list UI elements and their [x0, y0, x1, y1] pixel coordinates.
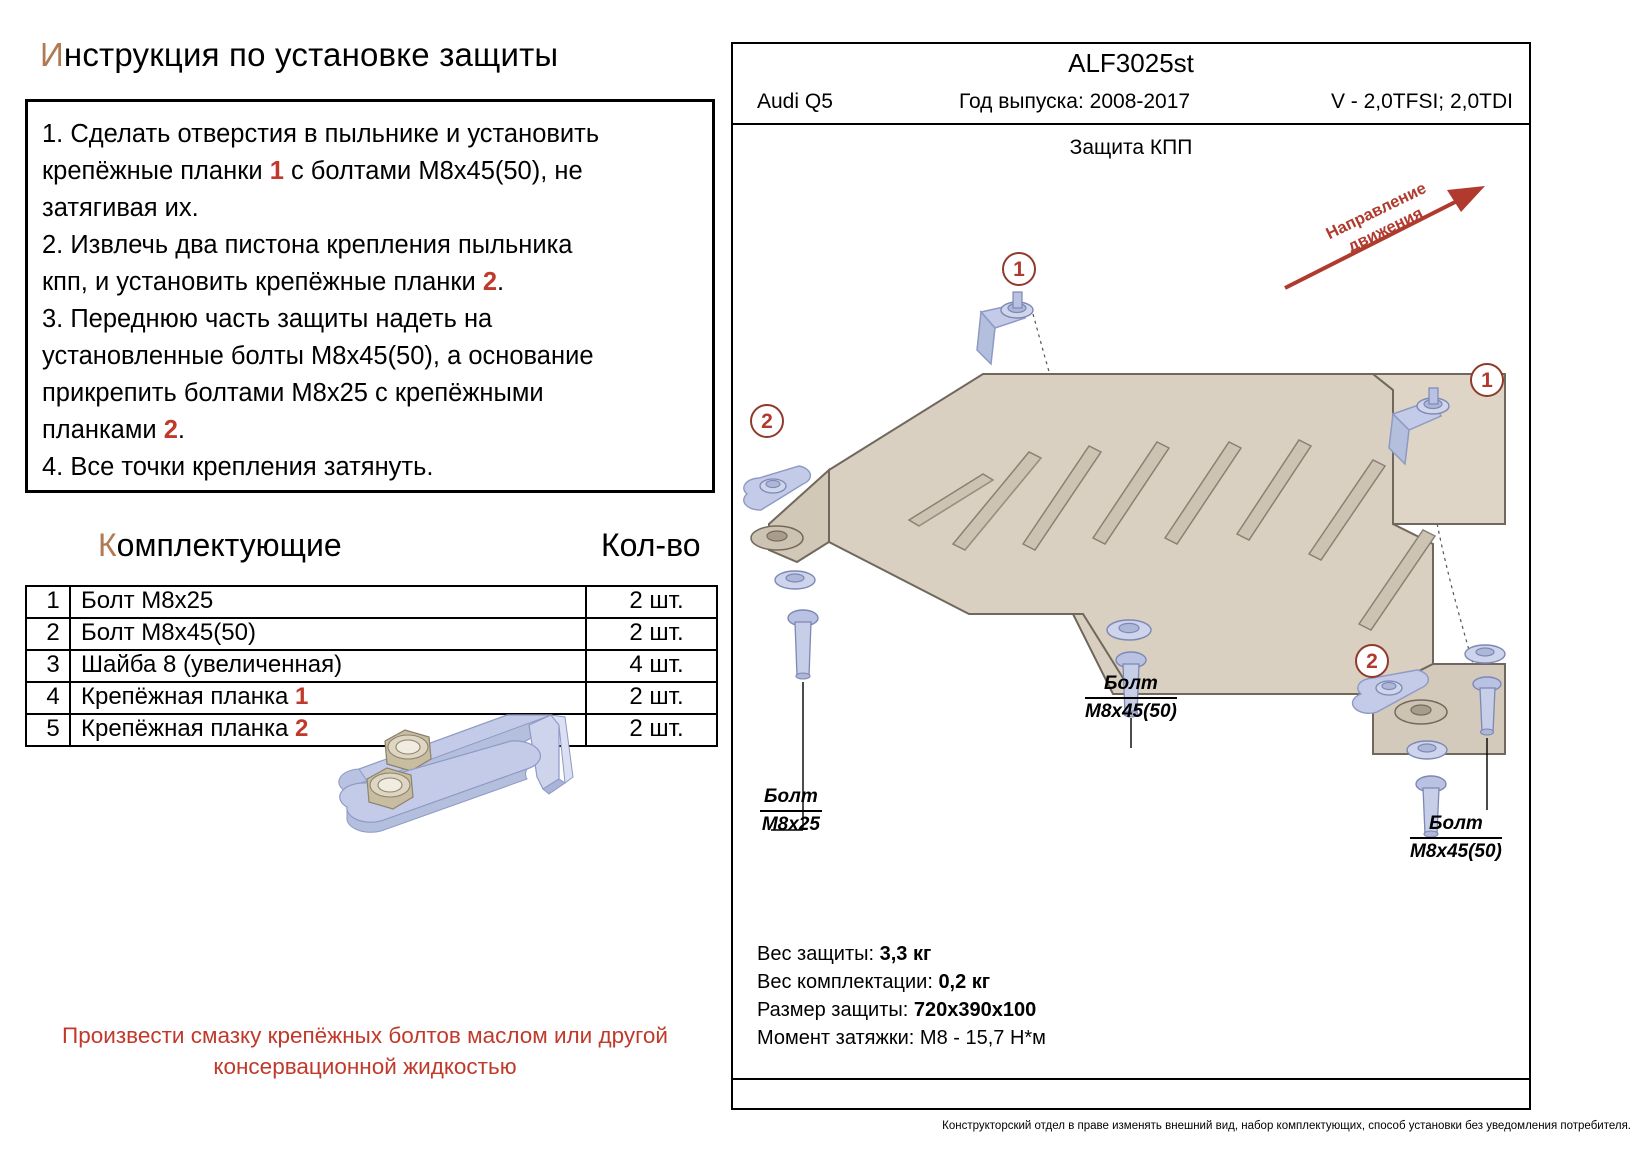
- production-years: Год выпуска: 2008-2017: [959, 90, 1191, 113]
- callout-1-top: 1: [1002, 252, 1036, 286]
- bracket-top-left: [976, 291, 1034, 366]
- disclaimer-divider: [733, 1078, 1529, 1080]
- row-qty: 2 шт.: [585, 681, 718, 715]
- components-title: Комплектующие: [98, 527, 342, 564]
- instruction-line: 2. Извлечь два пистона крепления пыльник…: [42, 231, 573, 259]
- product-diagram-panel: ALF3025st Audi Q5 Год выпуска: 2008-2017…: [731, 42, 1531, 1110]
- row-name-accent: 2: [294, 715, 309, 742]
- instruction-line: кпп, и установить крепёжные планки 2.: [42, 268, 505, 296]
- components-table: 1 Болт M8x25 2 шт. 2 Болт M8x45(50) 2 шт…: [25, 585, 718, 833]
- row-name: Болт M8x45(50): [69, 617, 587, 651]
- vehicle-model: Audi Q5: [757, 90, 833, 113]
- instructions-box: 1. Сделать отверстия в пыльнике и устано…: [25, 99, 715, 493]
- row-qty: 4 шт.: [585, 649, 718, 683]
- bolt-label-middle: Болт M8x45(50): [1085, 672, 1177, 724]
- quantity-column-title: Кол-во: [601, 527, 701, 563]
- instruction-line: прикрепить болтами M8x25 с крепёжными: [42, 379, 544, 407]
- components-title-rest: омплектующие: [116, 527, 342, 563]
- table-row: 2 Болт M8x45(50) 2 шт.: [25, 617, 718, 651]
- row-number: 3: [25, 649, 71, 683]
- instruction-line: 3. Переднюю часть защиты надеть на: [42, 305, 493, 333]
- instruction-line: 1. Сделать отверстия в пыльнике и устано…: [42, 120, 600, 148]
- bracket-left-flat: [743, 465, 812, 511]
- row-number: 1: [25, 585, 71, 619]
- bolt-label-right-line2: M8x45(50): [1410, 841, 1502, 862]
- instruction-line: установленные болты M8x45(50), а основан…: [42, 342, 594, 370]
- instruction-line: 4. Все точки крепления затянуть.: [42, 453, 434, 481]
- bolt-label-left: Болт M8x25: [760, 785, 822, 837]
- row-name: Крепёжная планка 1: [69, 681, 587, 804]
- instruction-line: планками 2.: [42, 416, 185, 444]
- callout-1-right: 1: [1470, 363, 1504, 397]
- direction-of-travel-indicator: Направление движения: [1279, 162, 1509, 302]
- bolt-label-right-line1: Болт: [1410, 812, 1502, 839]
- row-name-text: Крепёжная планка: [81, 683, 295, 710]
- row-qty: 2 шт.: [585, 585, 718, 619]
- title-drop-cap: И: [40, 36, 64, 73]
- bolt-label-middle-line2: M8x45(50): [1085, 701, 1177, 722]
- components-title-drop-cap: К: [98, 527, 117, 563]
- bolt-label-middle-line1: Болт: [1085, 672, 1177, 699]
- lubrication-note-line-2: консервационной жидкостью: [213, 1054, 517, 1079]
- bracket-top-right: [1388, 387, 1450, 466]
- row-qty: 2 шт.: [585, 617, 718, 651]
- title-rest: нструкция по установке защиты: [63, 36, 559, 73]
- table-row: 5 Крепёжная планка 2: [25, 713, 718, 833]
- table-row: 3 Шайба 8 (увеличенная) 4 шт.: [25, 649, 718, 683]
- components-header: Комплектующие Кол-во: [0, 527, 730, 579]
- row-name-text: Крепёжная планка: [81, 715, 295, 742]
- panel-subtitle: Защита КПП: [1069, 136, 1193, 159]
- table-row: 4 Крепёжная планка 1: [25, 681, 718, 804]
- bolt-label-left-line1: Болт: [760, 785, 822, 812]
- row-number: 4: [25, 681, 71, 715]
- row-name: Крепёжная планка 2: [69, 713, 587, 833]
- row-number: 5: [25, 713, 71, 747]
- instruction-line: затягивая их.: [42, 194, 199, 222]
- row-name-accent: 1: [294, 683, 309, 710]
- spec-weight-plate: Вес защиты: 3,3 кг: [757, 943, 932, 965]
- row-number: 2: [25, 617, 71, 651]
- lubrication-note: Произвести смазку крепёжных болтов масло…: [0, 1020, 730, 1082]
- bolt-far-right-assembly: [1464, 644, 1506, 736]
- bracket-right-flat: [1351, 669, 1430, 714]
- row-name: Шайба 8 (увеличенная): [69, 649, 587, 683]
- left-column: Инструкция по установке защиты 1. Сделат…: [0, 0, 730, 1168]
- bolt-right-assembly: [1394, 699, 1448, 838]
- callout-2-right: 2: [1355, 644, 1389, 678]
- instruction-line: крепёжные планки 1 с болтами M8x45(50), …: [42, 157, 583, 185]
- table-row: 1 Болт M8x25 2 шт.: [25, 585, 718, 619]
- callout-2-left: 2: [750, 404, 784, 438]
- panel-header: ALF3025st Audi Q5 Год выпуска: 2008-2017…: [733, 44, 1529, 125]
- page-title: Инструкция по установке защиты: [40, 36, 558, 74]
- spec-weight-kit: Вес комплектации: 0,2 кг: [757, 971, 991, 993]
- product-code: ALF3025st: [1068, 48, 1194, 78]
- bracket-2-illustration: [307, 729, 579, 841]
- row-name: Болт M8x25: [69, 585, 587, 619]
- spec-torque: Момент затяжки: M8 - 15,7 Н*м: [757, 1027, 1046, 1049]
- disclaimer-text: Конструкторский отдел в праве изменять в…: [942, 1120, 1631, 1132]
- bolt-label-right: Болт M8x45(50): [1410, 812, 1502, 864]
- spec-dimensions: Размер защиты: 720x390x100: [757, 999, 1037, 1021]
- specifications-list: Вес защиты: 3,3 кг Вес комплектации: 0,2…: [757, 940, 1046, 1052]
- row-qty: 2 шт.: [585, 713, 718, 747]
- lubrication-note-line-1: Произвести смазку крепёжных болтов масло…: [62, 1023, 668, 1048]
- engine-spec: V - 2,0TFSI; 2,0TDI: [1330, 90, 1513, 113]
- direction-arrow-icon: [1284, 186, 1485, 290]
- bolt-left-assembly: [750, 525, 819, 680]
- bolt-label-left-line2: M8x25: [761, 814, 820, 835]
